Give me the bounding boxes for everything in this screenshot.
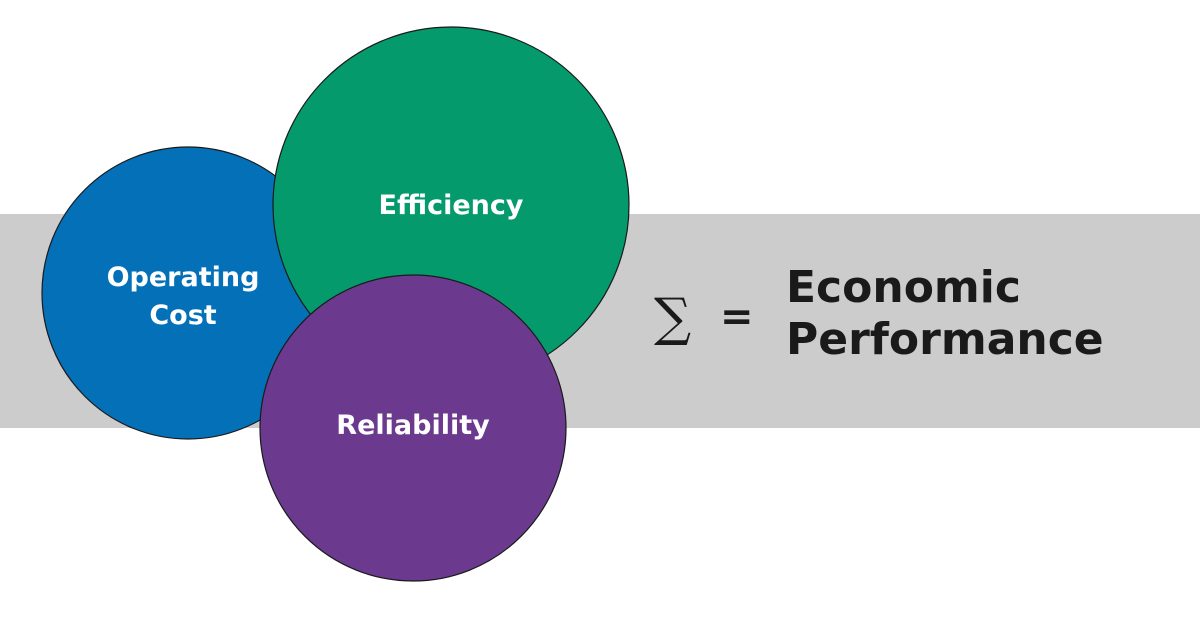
result-text: Economic Performance [786, 262, 1104, 366]
result-line-economic: Economic [786, 262, 1021, 313]
sigma-symbol: ∑ [654, 288, 692, 348]
reliability-circle: Reliability [259, 274, 567, 582]
equals-sign: = [720, 294, 754, 340]
operating-cost-label-line1: Operating [107, 262, 260, 293]
reliability-label: Reliability [336, 410, 490, 441]
result-line-performance: Performance [786, 314, 1104, 365]
operating-cost-label-line2: Cost [149, 300, 216, 331]
efficiency-label: Efficiency [379, 190, 524, 221]
